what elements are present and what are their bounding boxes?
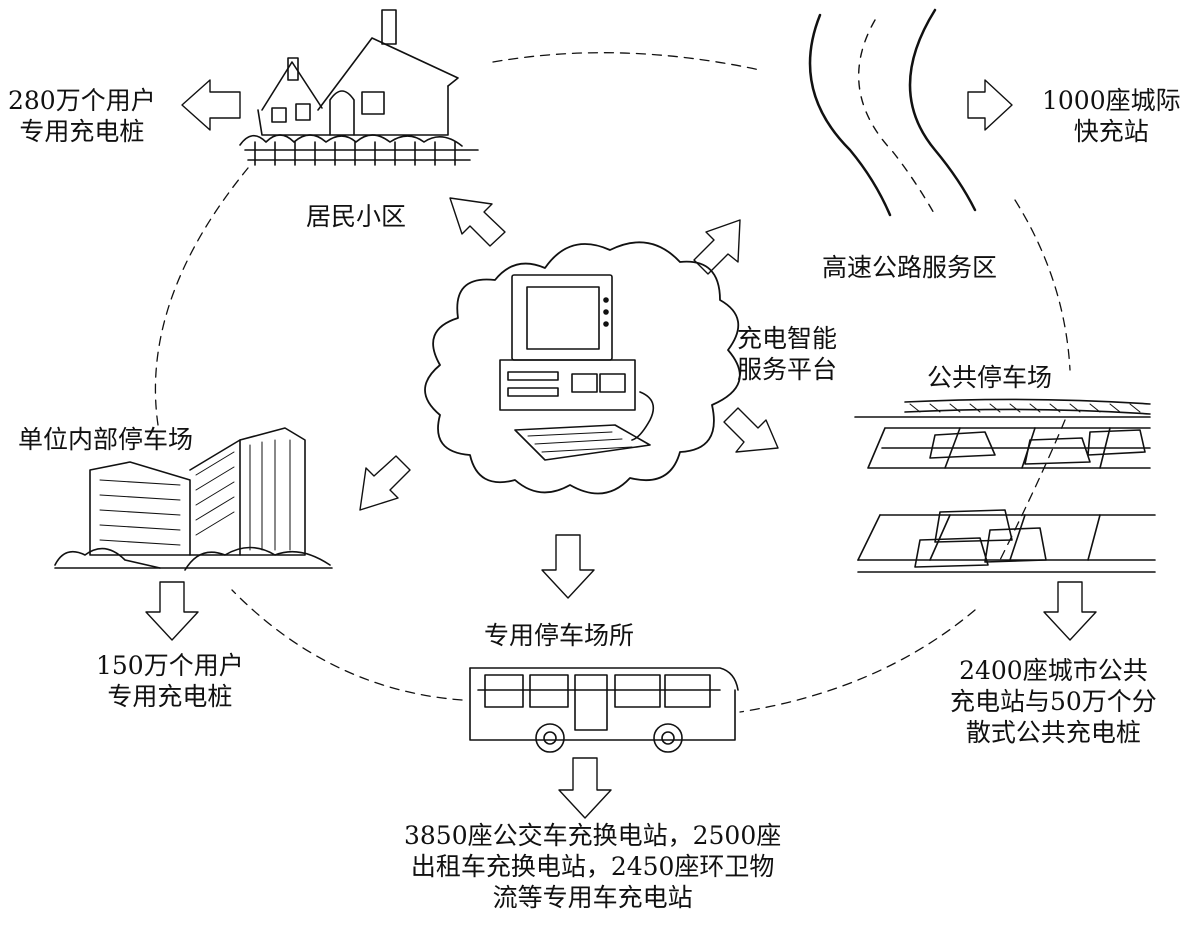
highway-stats: 1000座城际 快充站 <box>1042 85 1181 147</box>
public-parking-stat-line: 散式公共充电桩 <box>965 718 1141 747</box>
bus-icon <box>469 667 739 753</box>
public-parking-stat-line: 充电站与50万个分 <box>950 687 1157 716</box>
residential-title: 居民小区 <box>306 202 407 231</box>
highway-stat-line: 1000座城际 <box>1042 86 1181 115</box>
public-parking-stat-line: 2400座城市公共 <box>959 656 1148 685</box>
computer-icon <box>499 274 655 461</box>
residential-stat-line: 280万个用户 <box>8 86 156 115</box>
unit-parking-stat-line: 150万个用户 <box>96 651 244 680</box>
cloud-icon <box>424 241 741 495</box>
unit-parking-stats: 150万个用户 专用充电桩 <box>96 650 244 712</box>
parking-lot-icon <box>854 398 1156 573</box>
residential-stat-line: 专用充电桩 <box>19 117 145 146</box>
public-parking-title: 公共停车场 <box>927 363 1053 392</box>
dedicated-parking-stats: 3850座公交车充换电站，2500座 出租车充换电站，2450座环卫物 流等专用… <box>404 820 781 913</box>
dedicated-parking-stat-line: 出租车充换电站，2450座环卫物 <box>410 852 775 881</box>
highway-title: 高速公路服务区 <box>822 253 998 282</box>
arrow-icon <box>145 79 1097 819</box>
office-building-icon <box>54 427 333 571</box>
house-icon <box>239 9 479 166</box>
dedicated-parking-stat-line: 流等专用车充电站 <box>492 883 693 912</box>
highway-stat-line: 快充站 <box>1073 117 1149 146</box>
unit-parking-title: 单位内部停车场 <box>18 425 194 454</box>
public-parking-stats: 2400座城市公共 充电站与50万个分 散式公共充电桩 <box>950 655 1157 748</box>
dashed-connection-ring <box>154 52 1071 713</box>
platform-label-line: 服务平台 <box>737 355 838 384</box>
platform-label: 充电智能 服务平台 <box>737 323 837 385</box>
residential-stats: 280万个用户 专用充电桩 <box>8 85 156 147</box>
highway-road-icon <box>808 8 977 217</box>
dedicated-parking-stat-line: 3850座公交车充换电站，2500座 <box>404 821 782 850</box>
platform-label-line: 充电智能 <box>737 324 838 353</box>
dedicated-parking-title: 专用停车场所 <box>484 621 635 650</box>
unit-parking-stat-line: 专用充电桩 <box>107 682 233 711</box>
